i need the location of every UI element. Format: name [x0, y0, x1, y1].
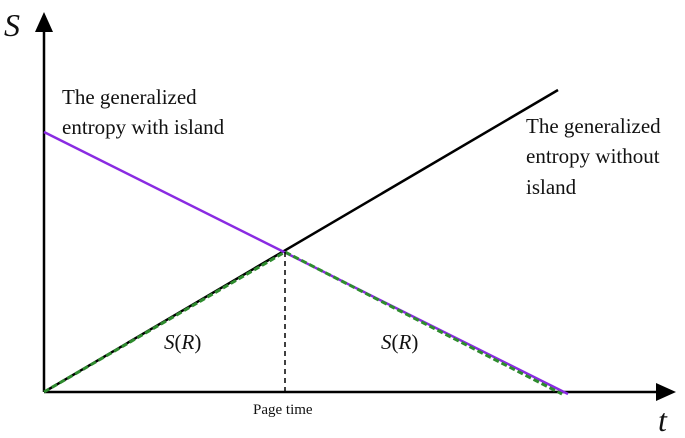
y-axis-arrowhead: [35, 12, 53, 32]
sr-label-left: S(R): [164, 330, 201, 354]
without-island-annotation-line2: entropy without: [526, 144, 660, 168]
without-island-annotation-line1: The generalized: [526, 114, 661, 138]
y-axis-label: S: [4, 7, 20, 43]
x-axis-arrowhead: [656, 383, 676, 401]
sr-label-right: S(R): [381, 330, 418, 354]
without-island-annotation-line3: island: [526, 175, 577, 199]
x-axis-label: t: [658, 402, 668, 438]
with-island-annotation-line2: entropy with island: [62, 115, 225, 139]
page-curve: [43, 250, 563, 396]
with-island-annotation-line1: The generalized: [62, 85, 197, 109]
page-time-label: Page time: [253, 402, 313, 418]
